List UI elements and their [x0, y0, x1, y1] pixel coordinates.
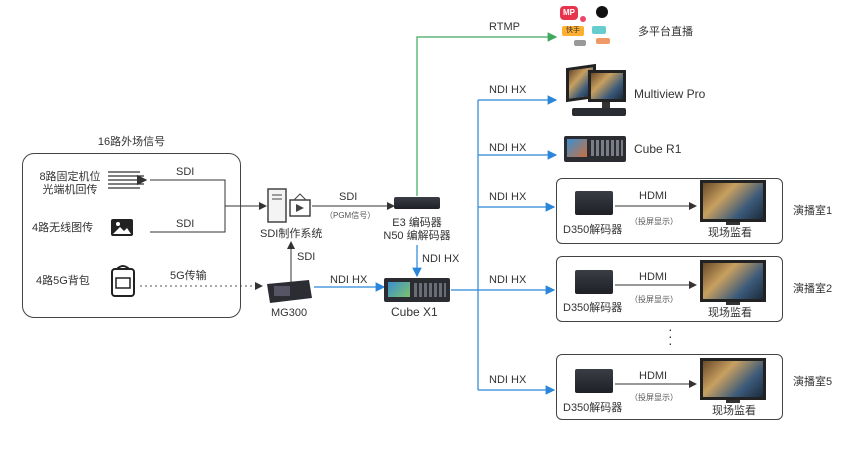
encoder-ndi-hx-label: NDI HX	[422, 253, 460, 265]
transport-5g-label: 5G传输	[170, 270, 207, 282]
cube-x1-device	[384, 278, 450, 302]
studio-5-monitor-label: 现场监看	[712, 405, 756, 417]
weibo-logo	[580, 16, 586, 22]
studio-1-monitor-label: 现场监看	[708, 227, 752, 239]
studio-5-hdmi-label: HDMI	[639, 370, 668, 382]
fixed-cam-label-1: 8路固定机位	[39, 171, 101, 183]
wireless-label: 4路无线图传	[32, 222, 94, 234]
platform-logo-a	[592, 26, 606, 34]
multi-platform-live-label: 多平台直播	[638, 26, 693, 38]
cube-r1-device	[564, 136, 626, 162]
mg300-label: MG300	[271, 307, 308, 319]
studio-2-monitor-label: 现场监看	[708, 307, 752, 319]
studio-1-cast-note: （投屏显示）	[630, 217, 678, 226]
studio-5-decoder-label: D350解码器	[563, 402, 623, 414]
studio-1-name: 演播室1	[793, 205, 833, 217]
source-group-title: 16路外场信号	[97, 136, 166, 148]
cube-r1-label: Cube R1	[634, 142, 682, 156]
studio-1-monitor	[700, 180, 766, 222]
mg300-device	[264, 278, 314, 304]
sdi-production-system-icon	[266, 188, 312, 224]
studio-1-decoder-label: D350解码器	[563, 224, 623, 236]
studio-2-hdmi-label: HDMI	[639, 271, 668, 283]
studio-2-monitor	[700, 260, 766, 302]
mg300-ndi-hx-label: NDI HX	[330, 274, 368, 286]
room-2-ndi-hx-label: NDI HX	[489, 274, 527, 286]
studio-2-name: 演播室2	[793, 283, 833, 295]
studio-2-monitor-stand	[726, 302, 740, 305]
douyin-logo	[596, 6, 608, 18]
pgm-signal-label: （PGM信号）	[325, 211, 376, 220]
e3-encoder-device	[394, 197, 440, 209]
multiview-pro-label: Multiview Pro	[634, 87, 706, 101]
sdi-label-2: SDI	[176, 218, 195, 230]
studio-5-monitor	[700, 358, 766, 400]
room-5-ndi-hx-label: NDI HX	[489, 374, 527, 386]
backpack-label: 4路5G背包	[36, 275, 90, 287]
studio-1-decoder-device	[575, 191, 613, 215]
platform-logos: MP 快手	[558, 4, 616, 50]
studio-5-decoder-device	[575, 369, 613, 393]
mg300-sdi-label: SDI	[297, 251, 316, 263]
backpack-icon	[108, 264, 138, 298]
studio-2-cast-note: （投屏显示）	[630, 295, 678, 304]
image-icon	[111, 219, 133, 236]
studio-1-monitor-stand	[726, 222, 740, 225]
studio-5-cast-note: （投屏显示）	[630, 393, 678, 402]
encoder-label-2: N50 编解码器	[383, 230, 451, 242]
studio-5-monitor-stand	[726, 400, 740, 403]
ellipsis-vertical: ···	[668, 321, 673, 351]
platform-logo-c	[574, 40, 586, 46]
kuaishou-logo: 快手	[562, 26, 584, 36]
studio-5-name: 演播室5	[793, 376, 833, 388]
multiview-ndi-hx-label: NDI HX	[489, 84, 527, 96]
sdi-label-1: SDI	[176, 166, 195, 178]
multiview-pro-device	[562, 63, 628, 118]
pgm-sdi-label: SDI	[339, 191, 358, 203]
encoder-label-1: E3 编码器	[392, 217, 442, 229]
room-1-ndi-hx-label: NDI HX	[489, 191, 527, 203]
cube-x1-label: Cube X1	[391, 305, 438, 319]
fixed-cam-label-2: 光端机回传	[42, 184, 98, 196]
studio-1-hdmi-label: HDMI	[639, 190, 668, 202]
external-signal-group	[22, 153, 241, 318]
studio-2-decoder-device	[575, 270, 613, 294]
rtmp-label: RTMP	[489, 21, 520, 33]
mp-logo: MP	[560, 6, 578, 20]
sdi-system-label: SDI制作系统	[260, 228, 323, 240]
studio-2-decoder-label: D350解码器	[563, 302, 623, 314]
cube-r1-ndi-hx-label: NDI HX	[489, 142, 527, 154]
platform-logo-b	[596, 38, 610, 44]
